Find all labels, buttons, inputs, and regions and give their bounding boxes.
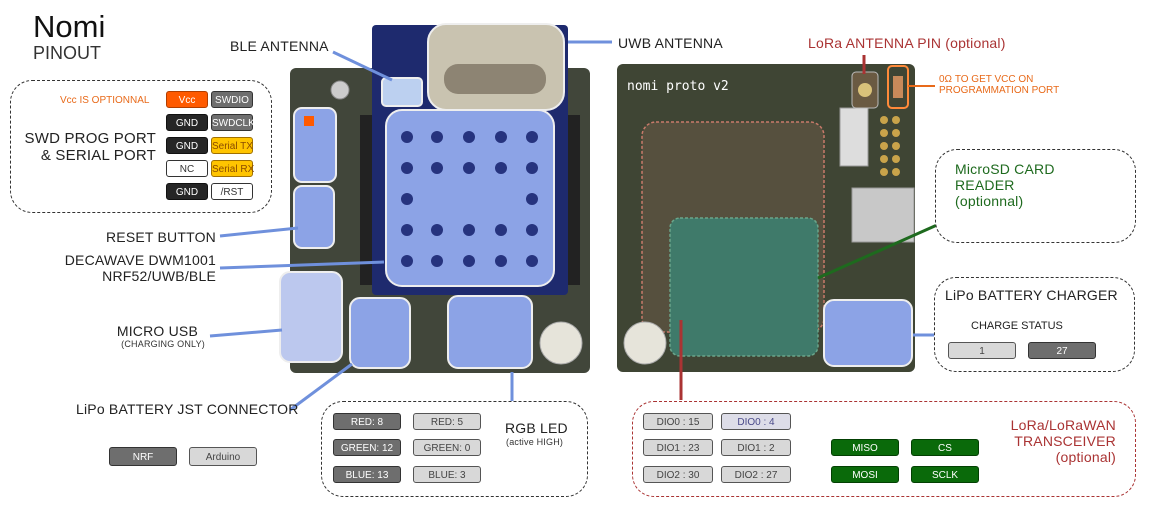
jst-connector-area [349,297,411,369]
reset-button-label: RESET BUTTON [105,229,216,245]
rgb-led-area [447,295,533,369]
rgb-ard-red: RED: 5 [413,413,481,430]
lora-ard-dio1: DIO1 : 2 [721,439,791,456]
hole-right [623,321,667,365]
swd-pin-gnd-3: GND [166,183,208,200]
lora-ard-dio0: DIO0 : 4 [721,413,791,430]
microsd-label-3: (optionnal) [955,193,1024,209]
swd-header-area [293,107,337,183]
lora-spi-sclk: SCLK [911,466,979,483]
usb-label-2: (CHARGING ONLY) [121,339,205,349]
lora-spi-cs: CS [911,439,979,456]
swd-pin-gnd-2: GND [166,137,208,154]
rgb-nrf-red: RED: 8 [333,413,401,430]
lora-spi-mosi: MOSI [831,466,899,483]
swd-pin-gnd-1: GND [166,114,208,131]
microsd-box [935,149,1136,243]
dwm-pads [401,131,538,267]
lora-spi-miso: MISO [831,439,899,456]
microsd-label-1: MicroSD CARD [955,161,1055,177]
swd-pin-serial-tx: Serial TX [211,137,253,154]
charge-arduino: 27 [1028,342,1096,359]
charger-label: LiPo BATTERY CHARGER [945,287,1118,303]
uwb-antenna-label: UWB ANTENNA [618,35,723,51]
microsd-label-2: READER [955,177,1015,193]
page-title: Nomi [33,9,106,44]
lora-label-2: TRANSCEIVER [1014,433,1116,449]
dwm-label-1: DECAWAVE DWM1001 [64,252,216,268]
legend-nrf: NRF [109,447,177,466]
lora-nrf-dio2: DIO2 : 30 [643,466,713,483]
swd-pin-nc: NC [166,160,208,177]
lora-label-1: LoRa/LoRaWAN [1010,417,1116,433]
hole-left [539,321,583,365]
vcc-note-2: PROGRAMMATION PORT [939,85,1060,96]
rgb-nrf-blue: BLUE: 13 [333,466,401,483]
lora-nrf-dio0: DIO0 : 15 [643,413,713,430]
board-name: nomi proto v2 [627,79,729,94]
ble-antenna-shape [381,77,423,107]
rgb-ard-green: GREEN: 0 [413,439,481,456]
rgb-ard-blue: BLUE: 3 [413,466,481,483]
charge-status-label: CHARGE STATUS [971,320,1063,332]
micro-usb-area [279,271,343,363]
reset-button-area [293,185,335,249]
lora-ard-dio2: DIO2 : 27 [721,466,791,483]
ble-antenna-label: BLE ANTENNA [230,38,329,54]
rgb-label-2: (active HIGH) [506,437,564,447]
rgb-label-1: RGB LED [505,420,568,436]
microsd-line [817,223,938,280]
usb-label-1: MICRO USB [116,323,198,339]
charger-area [823,299,913,367]
swd-label-1: SWD PROG PORT [24,130,156,147]
swd-pin-vcc: Vcc [166,91,208,108]
microsd-area [669,217,819,357]
page-subtitle: PINOUT [33,43,102,63]
lipo-jst-label: LiPo BATTERY JST CONNECTOR [76,401,299,417]
lora-label-3: (optional) [1055,449,1116,465]
dwm-pad-area [385,109,555,287]
legend-arduino: Arduino [189,447,257,466]
swd-label-2: & SERIAL PORT [40,147,156,164]
swd-pin-rst: /RST [211,183,253,200]
leader-lines [209,40,934,412]
swd-pin-serial-rx: Serial RX [211,160,254,177]
charge-nrf: 1 [948,342,1016,359]
lora-antenna-label: LoRa ANTENNA PIN (optional) [808,35,1006,51]
swd-pin-swdclk: SWDCLK [211,114,255,131]
rgb-nrf-green: GREEN: 12 [333,439,401,456]
vcc-note-1: 0Ω TO GET VCC ON [939,74,1034,85]
lora-nrf-dio1: DIO1 : 23 [643,439,713,456]
swd-pin-swdio: SWDIO [211,91,253,108]
vcc-optional-note: Vcc IS OPTIONNAL [60,95,150,106]
dwm-label-2: NRF52/UWB/BLE [102,268,216,284]
